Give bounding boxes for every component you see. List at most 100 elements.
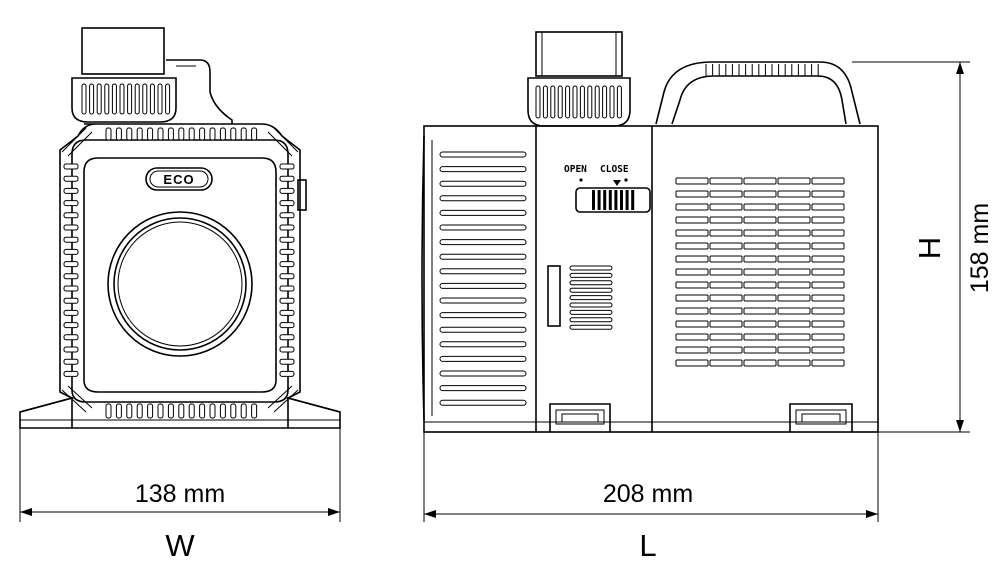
nut-rib [587, 85, 593, 119]
vent-slot [439, 209, 527, 216]
nut-rib [609, 85, 615, 119]
vent-slot [63, 346, 79, 353]
vent-slot [63, 273, 79, 280]
grille-slot [709, 242, 743, 250]
slider-rib [603, 190, 607, 210]
nut-rib [89, 83, 95, 115]
valve-slider[interactable] [575, 187, 651, 213]
vent-slot [157, 403, 164, 419]
pump-body-outline [19, 123, 341, 429]
vent-slot [279, 297, 295, 304]
height-dimension: H 158 mm [852, 61, 994, 433]
side-housing [423, 125, 879, 433]
vent-slot [63, 212, 79, 219]
nut-rib [134, 83, 140, 115]
vent-slot [240, 403, 247, 419]
vent-slot [279, 187, 295, 194]
grille-slot [709, 320, 743, 328]
vent-slots-top [105, 127, 258, 141]
vent-slots-left [63, 163, 79, 377]
vent-slot [63, 285, 79, 292]
vent-slot [279, 322, 295, 329]
vent-slot [147, 403, 154, 419]
vent-slot [147, 127, 154, 141]
nut-rib [119, 83, 125, 115]
vent-slot [63, 309, 79, 316]
vent-slot [63, 322, 79, 329]
nut-rib [104, 83, 110, 115]
vent-slot [279, 334, 295, 341]
vent-slot [136, 403, 143, 419]
grille-slot [811, 320, 845, 328]
vent-slot [569, 287, 613, 293]
length-dimension: 208 mm L [423, 432, 879, 563]
vent-slot [63, 224, 79, 231]
vent-slot [569, 295, 613, 301]
grille-slot [811, 203, 845, 211]
vent-slot [569, 265, 613, 271]
grille-slot [675, 320, 709, 328]
handle-bump [166, 59, 233, 124]
vent-slot [126, 127, 133, 141]
grille-slot [743, 255, 777, 263]
vent-slot [279, 285, 295, 292]
valve-open-label: OPEN [564, 164, 587, 175]
vent-slot [188, 403, 195, 419]
vent-slot [167, 403, 174, 419]
nut-rib [81, 83, 87, 115]
grille-slot [743, 346, 777, 354]
grille-slot [811, 190, 845, 198]
grille-slot [811, 346, 845, 354]
vent-slot [439, 151, 527, 158]
vent-slot [240, 127, 247, 141]
vent-slot [279, 200, 295, 207]
grille-slot [777, 229, 811, 237]
vent-slot [279, 273, 295, 280]
grille-slot [777, 242, 811, 250]
front-panel [83, 157, 277, 393]
vent-slot [63, 261, 79, 268]
outlet-nut [71, 77, 177, 123]
vent-slot [279, 358, 295, 365]
grille-slot [811, 281, 845, 289]
slider-rib [608, 190, 612, 210]
nut-rib [565, 85, 571, 119]
grille-slot [709, 216, 743, 224]
grille-slot [743, 216, 777, 224]
vent-slot [279, 175, 295, 182]
nut-rib [157, 83, 163, 115]
vent-slot [439, 253, 527, 260]
slider-rib [620, 190, 623, 210]
grille-slot [675, 190, 709, 198]
grille-slot [709, 268, 743, 276]
side-vents-left [439, 151, 527, 406]
nut-rib [550, 85, 556, 119]
vent-slot [167, 127, 174, 141]
vent-slot [439, 224, 527, 231]
grille-slot [743, 177, 777, 185]
vent-slot [569, 309, 613, 315]
vent-slot [63, 370, 79, 377]
nut-rib [616, 85, 622, 119]
outlet-cap [81, 27, 165, 75]
vent-slot [439, 326, 527, 333]
slider-rib [625, 190, 629, 210]
vent-slot [157, 127, 164, 141]
grille-slot [743, 307, 777, 315]
vent-slot [105, 403, 112, 419]
grille-slot [777, 268, 811, 276]
width-letter: W [165, 528, 195, 563]
grille-slot [675, 242, 709, 250]
grille-slot [709, 333, 743, 341]
grille-slot [709, 346, 743, 354]
side-nut-ribs [535, 85, 622, 119]
vent-slot [251, 127, 258, 141]
vent-slot [439, 282, 527, 289]
grille-slot [777, 359, 811, 367]
vent-slot [279, 309, 295, 316]
slider-rib [597, 190, 601, 210]
vent-slots-right [279, 163, 295, 377]
nut-rib [602, 85, 608, 119]
eco-badge-label: ECO [163, 172, 194, 187]
grille-slot [709, 203, 743, 211]
